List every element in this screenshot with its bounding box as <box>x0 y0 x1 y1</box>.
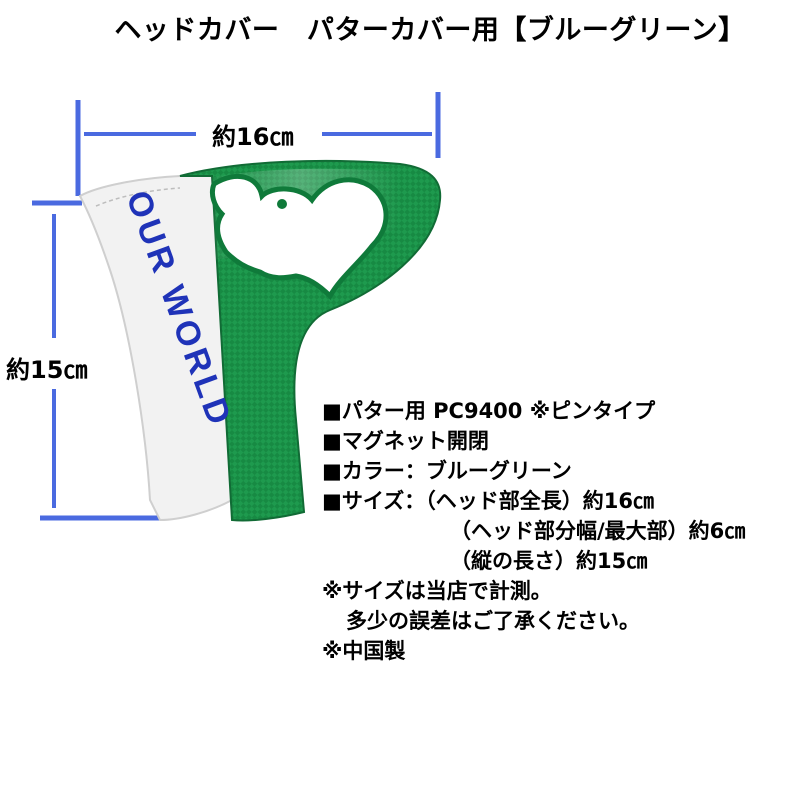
spec-size-length: ■サイズ：（ヘッド部全長）約16㎝ <box>322 489 654 513</box>
spec-color: ■カラー：ブルーグリーン <box>322 459 572 483</box>
spec-list: ■パター用 PC9400 ※ピンタイプ ■マグネット開閉 ■カラー：ブルーグリー… <box>322 396 745 666</box>
dove-logo <box>209 173 389 301</box>
width-dimension <box>75 92 441 196</box>
spec-closure: ■マグネット開閉 <box>322 429 489 453</box>
spec-size-height: （縦の長さ）約15㎝ <box>450 549 648 573</box>
height-label: 約15㎝ <box>6 346 88 389</box>
note-measured: ※サイズは当店で計測。 <box>322 579 552 603</box>
width-label: 約16㎝ <box>208 117 298 152</box>
spec-size-width: （ヘッド部分幅/最大部）約6㎝ <box>450 519 746 543</box>
spec-model: ■パター用 PC9400 ※ピンタイプ <box>322 399 656 423</box>
height-dimension <box>32 200 164 521</box>
headcover-image: OUR WORLD <box>78 159 442 522</box>
page-title: ヘッドカバー パターカバー用【ブルーグリーン】 <box>114 15 746 46</box>
note-origin: ※中国製 <box>322 639 406 663</box>
note-tolerance: 多少の誤差はご了承ください。 <box>346 609 640 633</box>
